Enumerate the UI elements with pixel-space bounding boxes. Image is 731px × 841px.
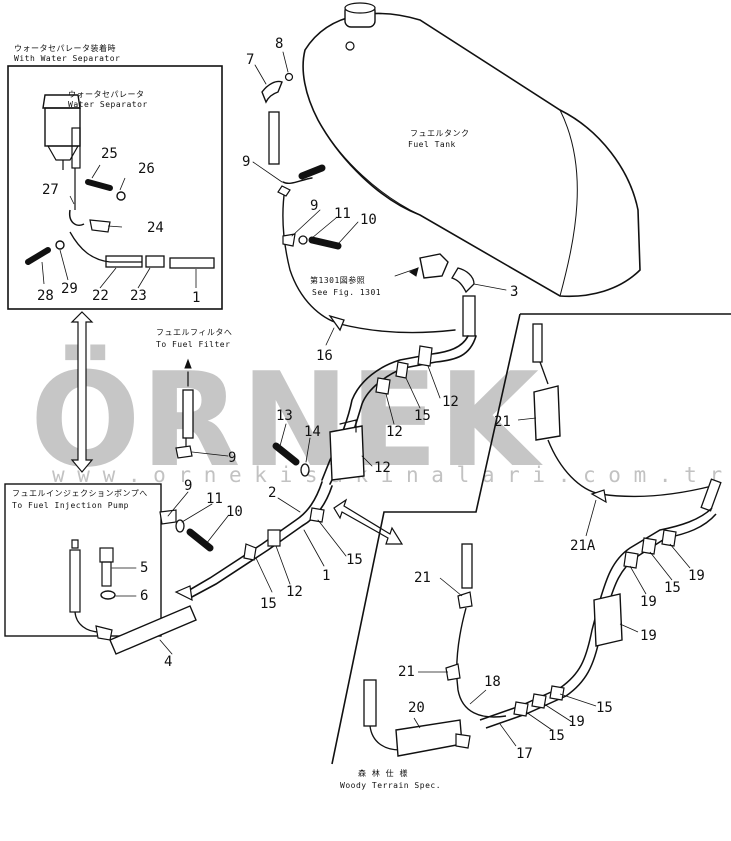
- inset-caption-jp: ウォータセパレータ装着時: [14, 43, 116, 53]
- pump-caption-en: To Fuel Injection Pump: [12, 501, 129, 510]
- main-part-15-a: 15: [414, 408, 431, 424]
- woody-terrain-labels: 森 林 仕 様 Woody Terrain Spec. 21 21A 19 15…: [340, 414, 705, 790]
- main-part-11-upper: 11: [334, 206, 351, 222]
- main-fuel-line-labels: 第1301図参照 See Fig. 1301 フュエルフィルタへ To Fuel…: [140, 36, 518, 670]
- part-1: 1: [192, 290, 200, 306]
- main-part-1: 1: [322, 568, 330, 584]
- fuel-tank-labels: フュエルタンク Fuel Tank: [408, 129, 470, 149]
- watermark: ÖRNEK w w w . o r n e k i s a k i n a l …: [30, 344, 722, 496]
- part-29: 29: [61, 281, 78, 297]
- pump-inset-labels: フュエルインジェクションポンプへ To Fuel Injection Pump: [12, 489, 148, 510]
- woody-part-20: 20: [408, 700, 425, 716]
- woody-part-21a: 21A: [570, 538, 596, 554]
- inset-frame: [7, 65, 223, 310]
- main-part-7: 7: [246, 52, 254, 68]
- main-part-9-upper: 9: [242, 154, 250, 170]
- water-separator-inset: [7, 65, 223, 310]
- woody-part-21-mid: 21: [414, 570, 431, 586]
- main-part-12-a: 12: [442, 394, 459, 410]
- water-separator-bowl: [44, 107, 81, 147]
- main-part-9-lower: 9: [184, 478, 192, 494]
- woody-part-19-b: 19: [640, 594, 657, 610]
- main-part-13: 13: [276, 408, 293, 424]
- main-part-8: 8: [275, 36, 283, 52]
- woody-caption-en: Woody Terrain Spec.: [340, 781, 441, 790]
- main-fuel-lines: [74, 51, 507, 655]
- fuel-tank: [302, 2, 641, 298]
- main-part-9-filter: 9: [228, 450, 236, 466]
- watermark-brand: ÖRNEK: [30, 344, 543, 496]
- main-part-12-b: 12: [386, 424, 403, 440]
- part-23: 23: [130, 288, 147, 304]
- main-part-4: 4: [164, 654, 172, 670]
- tank-caption-jp: フュエルタンク: [410, 129, 470, 138]
- main-part-12-d: 12: [286, 584, 303, 600]
- pump-part-5: 5: [140, 560, 148, 576]
- pump-inset-frame: [4, 483, 162, 637]
- part-22: 22: [92, 288, 109, 304]
- pump-part-6: 6: [140, 588, 148, 604]
- woody-part-15-a: 15: [664, 580, 681, 596]
- woody-caption-jp: 森 林 仕 様: [358, 768, 408, 778]
- part-26: 26: [138, 161, 155, 177]
- part-28: 28: [37, 288, 54, 304]
- main-part-11-lower: 11: [206, 491, 223, 507]
- woody-part-21-low: 21: [398, 664, 415, 680]
- see-fig-caption-en: See Fig. 1301: [312, 288, 381, 297]
- link-arrow-vertical: [70, 311, 94, 473]
- watermark-url: w w w . o r n e k i s a k i n a l a r i …: [52, 463, 722, 487]
- main-part-16: 16: [316, 348, 333, 364]
- woody-part-19-a: 19: [688, 568, 705, 584]
- part-27: 27: [42, 182, 59, 198]
- woody-part-15-c: 15: [548, 728, 565, 744]
- main-part-9-mid: 9: [310, 198, 318, 214]
- main-part-10-lower: 10: [226, 504, 243, 520]
- woody-part-15-b: 15: [596, 700, 613, 716]
- main-part-2: 2: [268, 485, 276, 501]
- main-part-15-b: 15: [346, 552, 363, 568]
- woody-part-18: 18: [484, 674, 501, 690]
- separator-caption-en: Water Separator: [68, 100, 148, 109]
- tank-caption-en: Fuel Tank: [408, 140, 456, 149]
- water-separator-inset-labels: ウォータセパレータ装着時 With Water Separator ウォータセパ…: [14, 43, 200, 306]
- main-part-10-upper: 10: [360, 212, 377, 228]
- woody-part-19-c: 19: [640, 628, 657, 644]
- part-24: 24: [147, 220, 164, 236]
- main-part-15-c: 15: [260, 596, 277, 612]
- woody-part-21-top: 21: [494, 414, 511, 430]
- see-fig-caption-jp: 第1301図参照: [310, 275, 365, 285]
- part-25: 25: [101, 146, 118, 162]
- fuel-filter-caption-jp: フュエルフィルタへ: [156, 328, 232, 337]
- woody-terrain-inset: [331, 313, 731, 765]
- main-part-12-c: 12: [374, 460, 391, 476]
- separator-caption-jp: ウォータセパレータ: [68, 90, 145, 99]
- woody-part-19-d: 19: [568, 714, 585, 730]
- main-part-3: 3: [510, 284, 518, 300]
- woody-part-17: 17: [516, 746, 533, 762]
- inset-caption-en: With Water Separator: [14, 54, 120, 63]
- fuel-filter-caption-en: To Fuel Filter: [156, 340, 230, 349]
- pump-caption-jp: フュエルインジェクションポンプへ: [12, 489, 148, 498]
- main-part-14: 14: [304, 424, 321, 440]
